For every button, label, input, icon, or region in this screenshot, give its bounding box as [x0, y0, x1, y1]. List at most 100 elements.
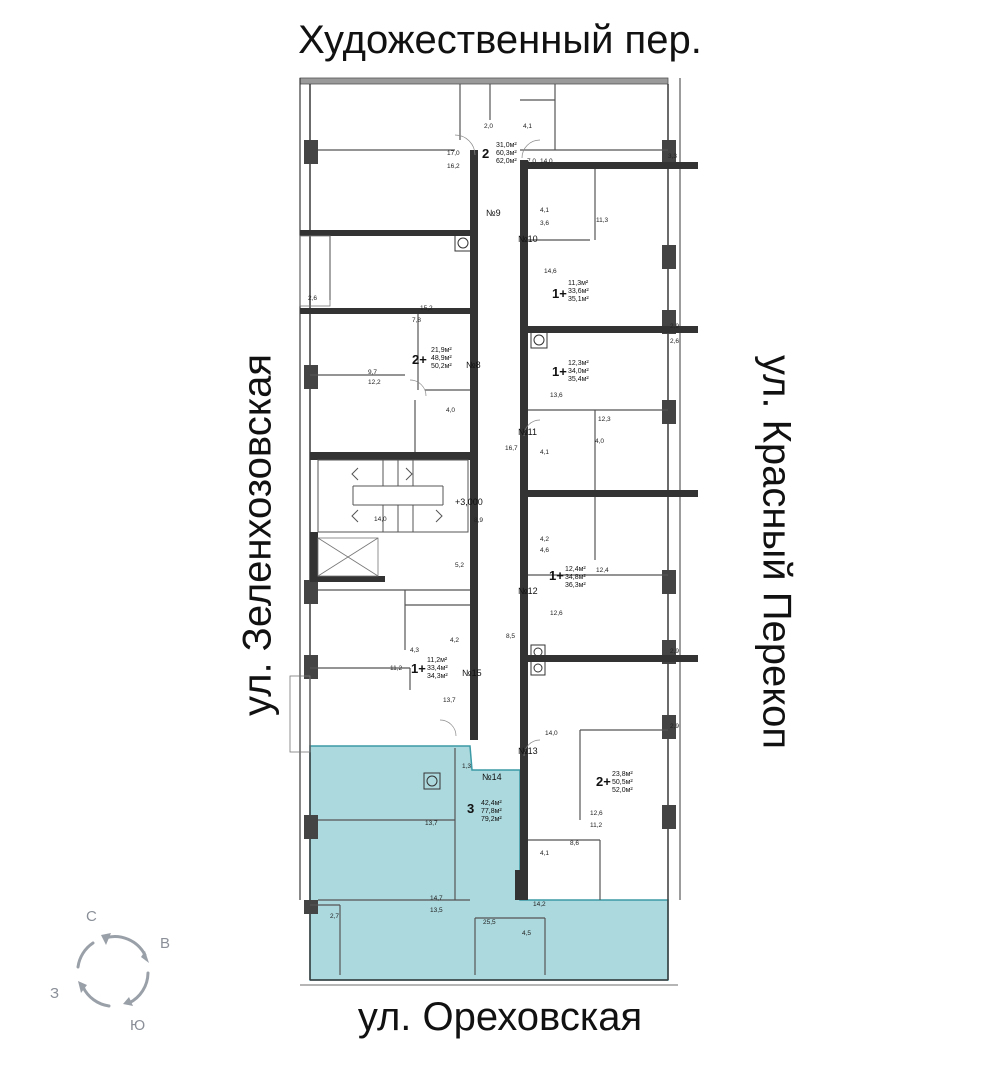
room-dim: 3,3 — [668, 153, 677, 160]
apartment-label[interactable]: 1+ 11,2м² 33,4м² 34,3м² — [411, 657, 448, 680]
room-dim: 14,0 — [374, 516, 387, 523]
apartment-area: 60,3м² — [496, 150, 517, 157]
apartment-area: 11,2м² — [427, 657, 448, 664]
room-dim: 12,6 — [550, 610, 563, 617]
staircase — [317, 459, 469, 533]
room-dim: 11,3 — [596, 217, 609, 224]
room-dim: 12,3 — [598, 416, 611, 423]
room-dim: 8,5 — [506, 633, 515, 640]
apartment-label[interactable]: 1+ 11,3м² 33,6м² 35,1м² — [552, 280, 589, 303]
room-dim: 12,6 — [590, 810, 603, 817]
room-dim: 2,7 — [330, 913, 339, 920]
room-dim: 16,7 — [505, 445, 518, 452]
room-dim: 2,0 — [484, 123, 493, 130]
unit-number: №13 — [518, 746, 538, 756]
apartment-rooms: 1+ — [552, 364, 567, 379]
compass-east-label: В — [160, 935, 171, 952]
compass-west-label: З — [50, 985, 60, 1002]
room-dim: 11,2 — [590, 822, 603, 829]
room-dim: 15,2 — [420, 305, 433, 312]
unit-number: №15 — [462, 668, 482, 678]
stair-arrows — [351, 467, 443, 523]
apartment-area: 12,4м² — [565, 566, 586, 573]
unit-number: №12 — [518, 586, 538, 596]
apartment-label-selected[interactable]: 3 42,4м² 77,8м² 79,2м² — [467, 800, 502, 823]
apartment-area: 50,5м² — [612, 779, 633, 786]
apartment-label[interactable]: 1+ 12,4м² 34,8м² 36,3м² — [549, 566, 586, 589]
unit-number: №11 — [518, 427, 537, 437]
apartment-rooms: 3 — [467, 801, 474, 816]
balconies — [289, 235, 331, 753]
room-dim: 4,3 — [410, 647, 419, 654]
apartment-area: 34,8м² — [565, 574, 586, 581]
apartment-rooms: 2+ — [596, 774, 611, 789]
room-dim: 7,0 — [527, 158, 536, 165]
apartment-area: 77,8м² — [481, 808, 502, 815]
apartment-area: 50,2м² — [431, 363, 452, 370]
apartment-area: 31,0м² — [496, 142, 517, 149]
plumbing-shafts — [423, 234, 548, 790]
room-dim: 13,7 — [425, 820, 438, 827]
unit-number: №10 — [518, 234, 538, 244]
room-dim: 8,6 — [570, 840, 579, 847]
room-dim: 14,7 — [430, 895, 443, 902]
unit-numbers: №9 №10 №8 №11 №12 №15 №13 №14 — [462, 208, 538, 782]
room-dim: 14,2 — [533, 901, 546, 908]
apartment-label[interactable]: 1+ 12,3м² 34,0м² 35,4м² — [552, 360, 589, 383]
unit-number: №9 — [486, 208, 501, 218]
room-dim: 2,9 — [670, 323, 679, 330]
apartment-area: 35,4м² — [568, 376, 589, 383]
room-dim: 14,0 — [545, 730, 558, 737]
apartment-area: 42,4м² — [481, 800, 502, 807]
apartment-area: 11,3м² — [568, 280, 589, 287]
apartment-area: 36,3м² — [565, 582, 586, 589]
window-jambs-left — [304, 140, 318, 914]
room-dim: 13,7 — [443, 697, 456, 704]
room-dim: 4,1 — [540, 449, 549, 456]
interior-thin-walls — [310, 84, 668, 975]
apartment-rooms: 2+ — [412, 352, 427, 367]
room-dim: 2,6 — [308, 295, 317, 302]
room-dim: 16,2 — [447, 163, 460, 170]
apartment-area: 34,3м² — [427, 673, 448, 680]
room-dim: 4,5 — [522, 930, 531, 937]
room-dim: 4,2 — [540, 536, 549, 543]
room-dim: 17,0 — [447, 150, 460, 157]
room-dim: 11,2 — [390, 665, 403, 672]
room-dim: 5,2 — [455, 562, 464, 569]
unit-number: №8 — [466, 360, 481, 370]
room-dim: 8,9 — [474, 517, 483, 524]
apartment-rooms: 1+ — [411, 661, 426, 676]
room-dim: 2,6 — [670, 338, 679, 345]
apartment-label[interactable]: 2+ 23,8м² 50,5м² 52,0м² — [596, 771, 633, 794]
room-dimensions: 2,0 4,1 17,0 16,2 7,0 14,0 3,3 4,1 3,6 1… — [308, 123, 679, 937]
street-label-bottom: ул. Ореховская — [357, 995, 643, 1039]
room-dim: 25,5 — [483, 919, 496, 926]
apartment-rooms: 1+ — [552, 286, 567, 301]
apartment-label[interactable]: 2 31,0м² 60,3м² 62,0м² — [482, 142, 517, 165]
room-dim: 2,9 — [670, 723, 679, 730]
street-label-top: Художественный пер. — [298, 18, 702, 62]
room-dim: 4,1 — [523, 123, 532, 130]
compass-south-label: Ю — [130, 1017, 146, 1034]
apartment-area: 34,0м² — [568, 368, 589, 375]
apartment-label[interactable]: 2+ 21,9м² 48,9м² 50,2м² — [412, 347, 452, 370]
room-dim: 3,6 — [540, 220, 549, 227]
room-dim: 4,2 — [450, 637, 459, 644]
room-dim: 4,1 — [540, 850, 549, 857]
apartment-rooms: 1+ — [549, 568, 564, 583]
room-dim: 14,6 — [544, 268, 557, 275]
room-dim: 9,7 — [368, 369, 377, 376]
apartment-area: 12,3м² — [568, 360, 589, 367]
room-dim: 14,0 — [540, 158, 553, 165]
apartment-area: 35,1м² — [568, 296, 589, 303]
unit-number: №14 — [482, 772, 502, 782]
elevator-shaft — [317, 537, 379, 577]
apartment-area: 33,6м² — [568, 288, 589, 295]
door-swings — [409, 134, 541, 757]
apartment-area: 48,9м² — [431, 355, 452, 362]
room-dim: 12,2 — [368, 379, 381, 386]
stair-level-label: +3,000 — [455, 497, 483, 507]
room-dim: 13,5 — [430, 907, 443, 914]
apartment-area: 21,9м² — [431, 347, 452, 354]
